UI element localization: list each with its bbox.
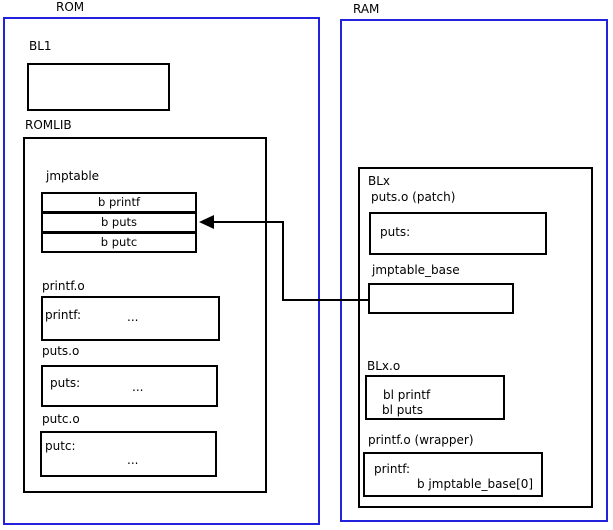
blx-label: BLx — [368, 174, 391, 188]
puts-patch-symbol: puts: — [380, 225, 411, 239]
ram-region-label: RAM — [353, 2, 380, 16]
puts-patch-label: puts.o (patch) — [371, 190, 456, 204]
jmptable-base-box — [368, 283, 514, 314]
putc-symbol: putc: — [45, 439, 76, 453]
putc-body-ellipsis: ... — [127, 453, 139, 467]
putc-o-label: putc.o — [42, 412, 80, 426]
jmptable-row-b-putc: b putc — [41, 232, 197, 253]
printf-o-label: printf.o — [42, 279, 85, 293]
blx-o-box: bl printf bl puts — [365, 375, 505, 420]
rom-region-label: ROM — [56, 0, 85, 14]
romlib-label: ROMLIB — [25, 118, 72, 132]
jmptable-row-b-printf: b printf — [41, 192, 197, 213]
puts-o-label: puts.o — [42, 344, 80, 358]
blx-o-line-bl-printf: bl printf — [383, 388, 431, 402]
jmptable-base-label: jmptable_base — [372, 263, 460, 277]
printf-body-ellipsis: ... — [127, 310, 139, 324]
puts-patch-box: puts: — [369, 212, 547, 255]
putc-o-box: putc: ... — [40, 431, 217, 477]
blx-o-line-bl-puts: bl puts — [382, 403, 423, 417]
puts-body-ellipsis: ... — [132, 380, 144, 394]
printf-o-box: printf: ... — [41, 296, 220, 341]
jmptable-label: jmptable — [46, 169, 100, 183]
jmptable-row-b-puts: b puts — [41, 212, 197, 233]
puts-symbol: puts: — [50, 376, 81, 390]
puts-o-box: puts: ... — [41, 365, 218, 407]
blx-o-label: BLx.o — [367, 359, 401, 373]
printf-symbol: printf: — [45, 308, 82, 322]
printf-wrapper-box: printf: b jmptable_base[0] — [363, 452, 543, 497]
bl1-label: BL1 — [29, 39, 52, 53]
bl1-box — [27, 63, 170, 111]
printf-wrapper-code: b jmptable_base[0] — [417, 477, 534, 491]
printf-wrapper-label: printf.o (wrapper) — [368, 433, 474, 447]
printf-wrapper-symbol: printf: — [374, 462, 411, 476]
